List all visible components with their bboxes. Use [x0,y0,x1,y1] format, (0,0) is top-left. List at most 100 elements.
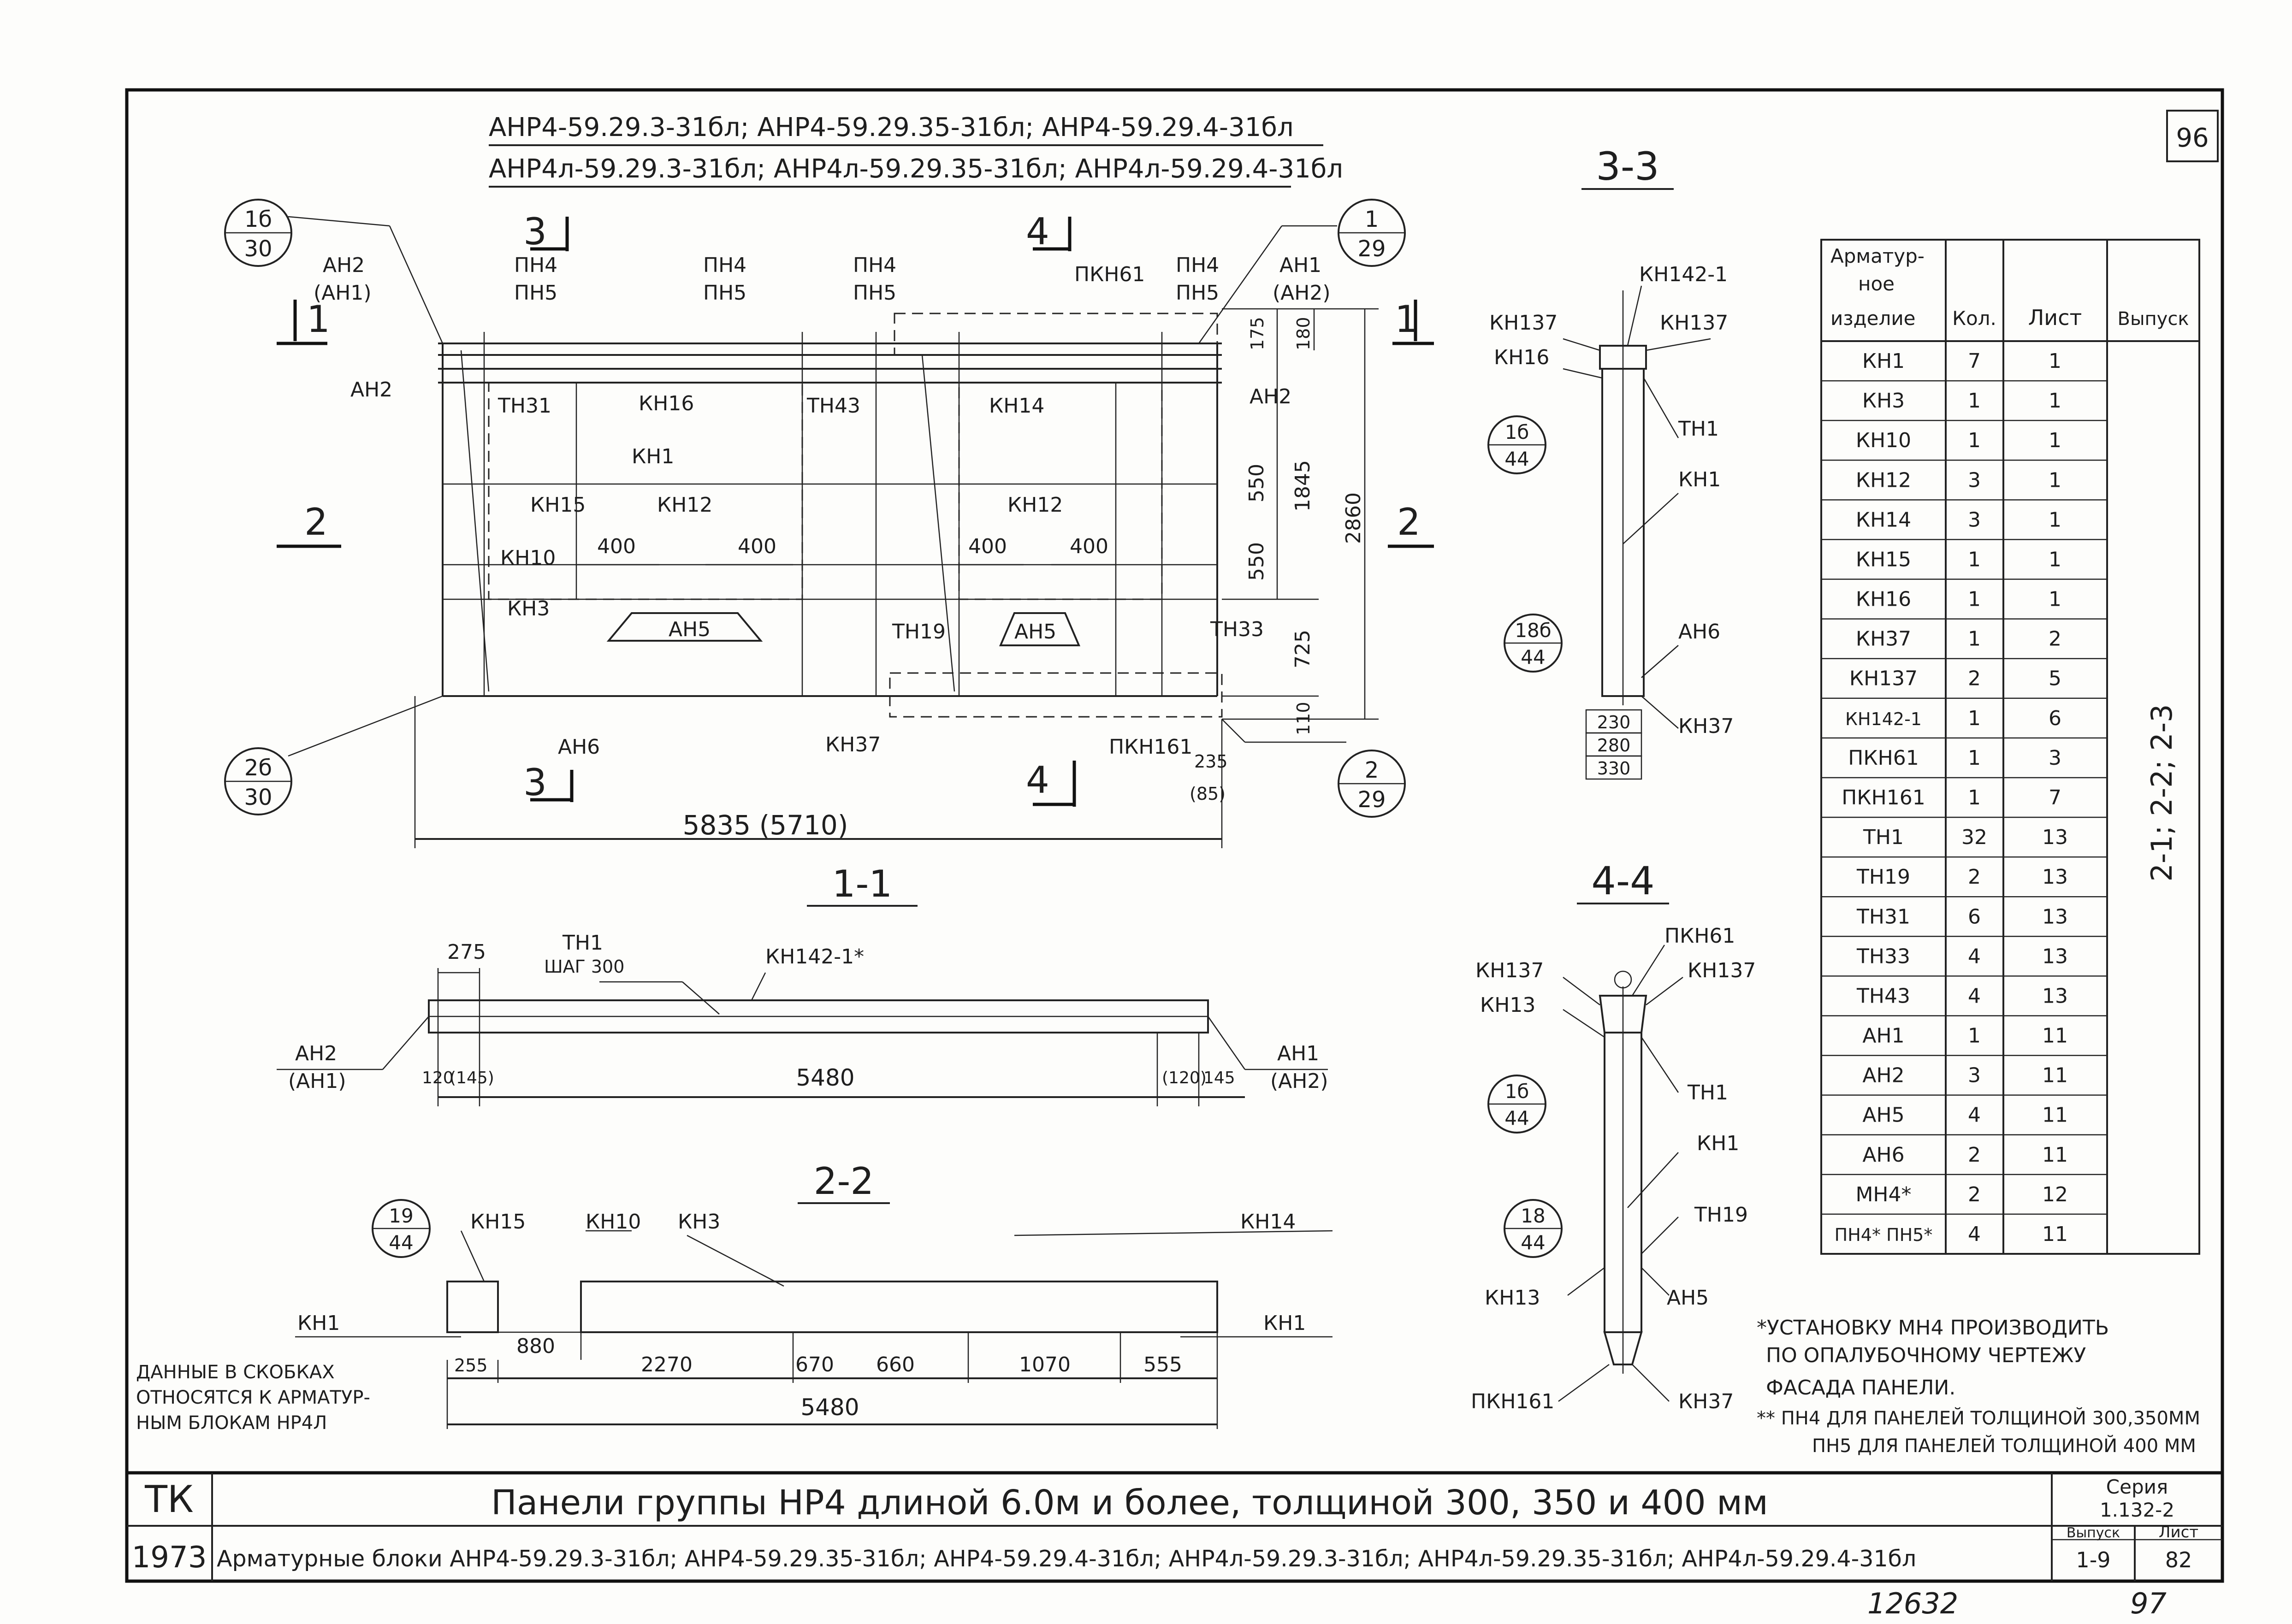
sec11-an2: АН2 [295,1042,337,1065]
sec22-dim-670: 670 [795,1353,834,1376]
dim-110: 110 [1293,702,1314,735]
sec11-kn142: КН142-1* [765,945,864,968]
cut-4-top: 4 [1026,210,1049,253]
table-cell-item: ТН1 [1863,826,1904,849]
note-line-3: ФАСАДА ПАНЕЛИ. [1766,1376,1955,1400]
table-cell-sheet: 11 [2042,1222,2068,1246]
label-pn4-4: ПН4 [1176,254,1219,277]
callout-4: 2 29 [1338,750,1406,818]
label-an6: АН6 [558,735,600,759]
sec11-dim-120b: (120) [1162,1069,1207,1087]
sec22-kn1-b: КН1 [1263,1311,1306,1335]
label-pn5-4: ПН5 [1176,281,1219,305]
table-cell-sheet: 1 [2049,468,2061,492]
label-kn14: КН14 [989,394,1044,418]
table-cell-item: КН137 [1849,667,1918,691]
svg-text:18: 18 [1521,1205,1545,1227]
label-pn4-2: ПН4 [703,254,746,277]
svg-text:30: 30 [244,785,272,810]
sec22-dim-660: 660 [876,1353,915,1376]
cut-3-bottom: 3 [523,761,547,804]
title-sheet-label: Лист [2159,1523,2198,1541]
label-kn37: КН37 [825,733,881,756]
table-cell-item: КН15 [1856,548,1911,571]
label-an1-paren: (АН1) [314,281,372,305]
callout-2: 1 29 [1338,199,1406,267]
label-pn4-3: ПН4 [853,254,896,277]
table-head-sheet: Лист [2028,305,2082,330]
dim-550-a: 550 [1245,464,1268,502]
table-cell-qty: 2 [1968,667,1981,691]
cut-4-bottom: 4 [1026,759,1049,802]
table-cell-item: АН2 [1862,1064,1904,1087]
table-cell-item: ПН4* ПН5* [1835,1225,1933,1245]
sec22-kn10: КН10 [586,1210,641,1234]
table-cell-item: КН37 [1856,627,1911,651]
title-issue: 1-9 [2076,1547,2110,1572]
note-line-5: ПН5 ДЛЯ ПАНЕЛЕЙ ТОЛЩИНОЙ 400 ММ [1812,1435,2196,1457]
sec11-dim-120: 120 [422,1069,454,1087]
label-pn5-3: ПН5 [853,281,896,305]
table-head-line-1: Арматур- [1830,245,1925,267]
table-cell-item: ПКН161 [1842,786,1925,809]
callout-9: 19 44 [372,1199,431,1258]
table-head-issue: Выпуск [2118,308,2189,330]
sec11-dim-145: (145) [450,1069,494,1087]
callout-7: 1б 44 [1487,1075,1546,1134]
label-kn12-b: КН12 [1007,493,1063,517]
table-cell-qty: 32 [1961,826,1987,849]
table-cell-sheet: 1 [2049,349,2061,373]
table-cell-sheet: 11 [2042,1024,2068,1048]
table-cell-qty: 3 [1968,468,1981,492]
dim-400-a: 400 [597,535,636,558]
dim-85: (85) [1190,784,1226,804]
table-cell-item: КН1 [1862,349,1905,373]
svg-text:2: 2 [1365,757,1379,783]
table-cell-qty: 4 [1968,984,1981,1008]
dim-725: 725 [1291,630,1315,668]
table-cell-item: АН6 [1862,1143,1904,1167]
table-cell-sheet: 1 [2049,548,2061,571]
table-cell-qty: 2 [1968,1183,1981,1206]
svg-text:1б: 1б [1505,1080,1529,1103]
table-cell-sheet: 13 [2042,826,2068,849]
svg-text:44: 44 [389,1231,413,1254]
svg-text:44: 44 [1504,1107,1529,1129]
table-cell-item: КН3 [1862,389,1905,413]
title-subtitle: Арматурные блоки АНР4-59.29.3-31бл; АНР4… [217,1546,1916,1572]
table-cell-item: КН14 [1856,508,1911,531]
section-4-4: 4-4 ПКН61 КН137 КН137 КН13 ТН1 КН1 ТН19 … [1471,858,1756,1413]
table-head-qty: Кол. [1952,307,1996,330]
table-cell-qty: 4 [1968,1222,1981,1246]
callout-5: 1б 44 [1487,415,1546,474]
note-line-2: ПО ОПАЛУБОЧНОМУ ЧЕРТЕЖУ [1766,1344,2086,1367]
title-org: ТК [144,1478,194,1521]
table-cell-sheet: 1 [2049,429,2061,452]
title-series: 1.132-2 [2100,1499,2174,1521]
sec33-tn1: ТН1 [1678,417,1719,441]
label-an2-right: АН2 [1250,385,1291,408]
callout-8: 18 44 [1504,1199,1563,1258]
sec11-dim-145b: 145 [1203,1069,1235,1087]
cut-1-left: 1 [307,298,330,341]
label-tn33: ТН33 [1210,618,1264,641]
section-3-3-title: 3-3 [1596,144,1659,189]
section-3-3: 3-3 КН142-1 КН137 КН137 КН16 ТН1 КН1 АН6… [1489,144,1734,780]
table-cell-sheet: 3 [2049,746,2061,770]
table-cell-item: КН10 [1856,429,1911,452]
label-pkn61: ПКН61 [1074,263,1145,286]
table-cell-item: КН142-1 [1845,709,1922,729]
table-cell-sheet: 11 [2042,1104,2068,1127]
sec11-length: 5480 [796,1064,854,1091]
label-kn16: КН16 [639,392,694,415]
table-cell-item: ТН43 [1856,984,1910,1008]
bracket-note: ДАННЫЕ В СКОБКАХ ОТНОСЯТСЯ К АРМАТУР- НЫ… [136,1362,370,1434]
label-an2-top: АН2 [323,254,365,277]
svg-text:19: 19 [389,1205,413,1227]
table-cell-qty: 3 [1968,1064,1981,1087]
table-cell-qty: 7 [1968,349,1981,373]
sec44-kn137-a: КН137 [1475,959,1544,982]
label-an2-paren: (АН2) [1273,281,1331,305]
sec44-kn37: КН37 [1678,1390,1734,1413]
